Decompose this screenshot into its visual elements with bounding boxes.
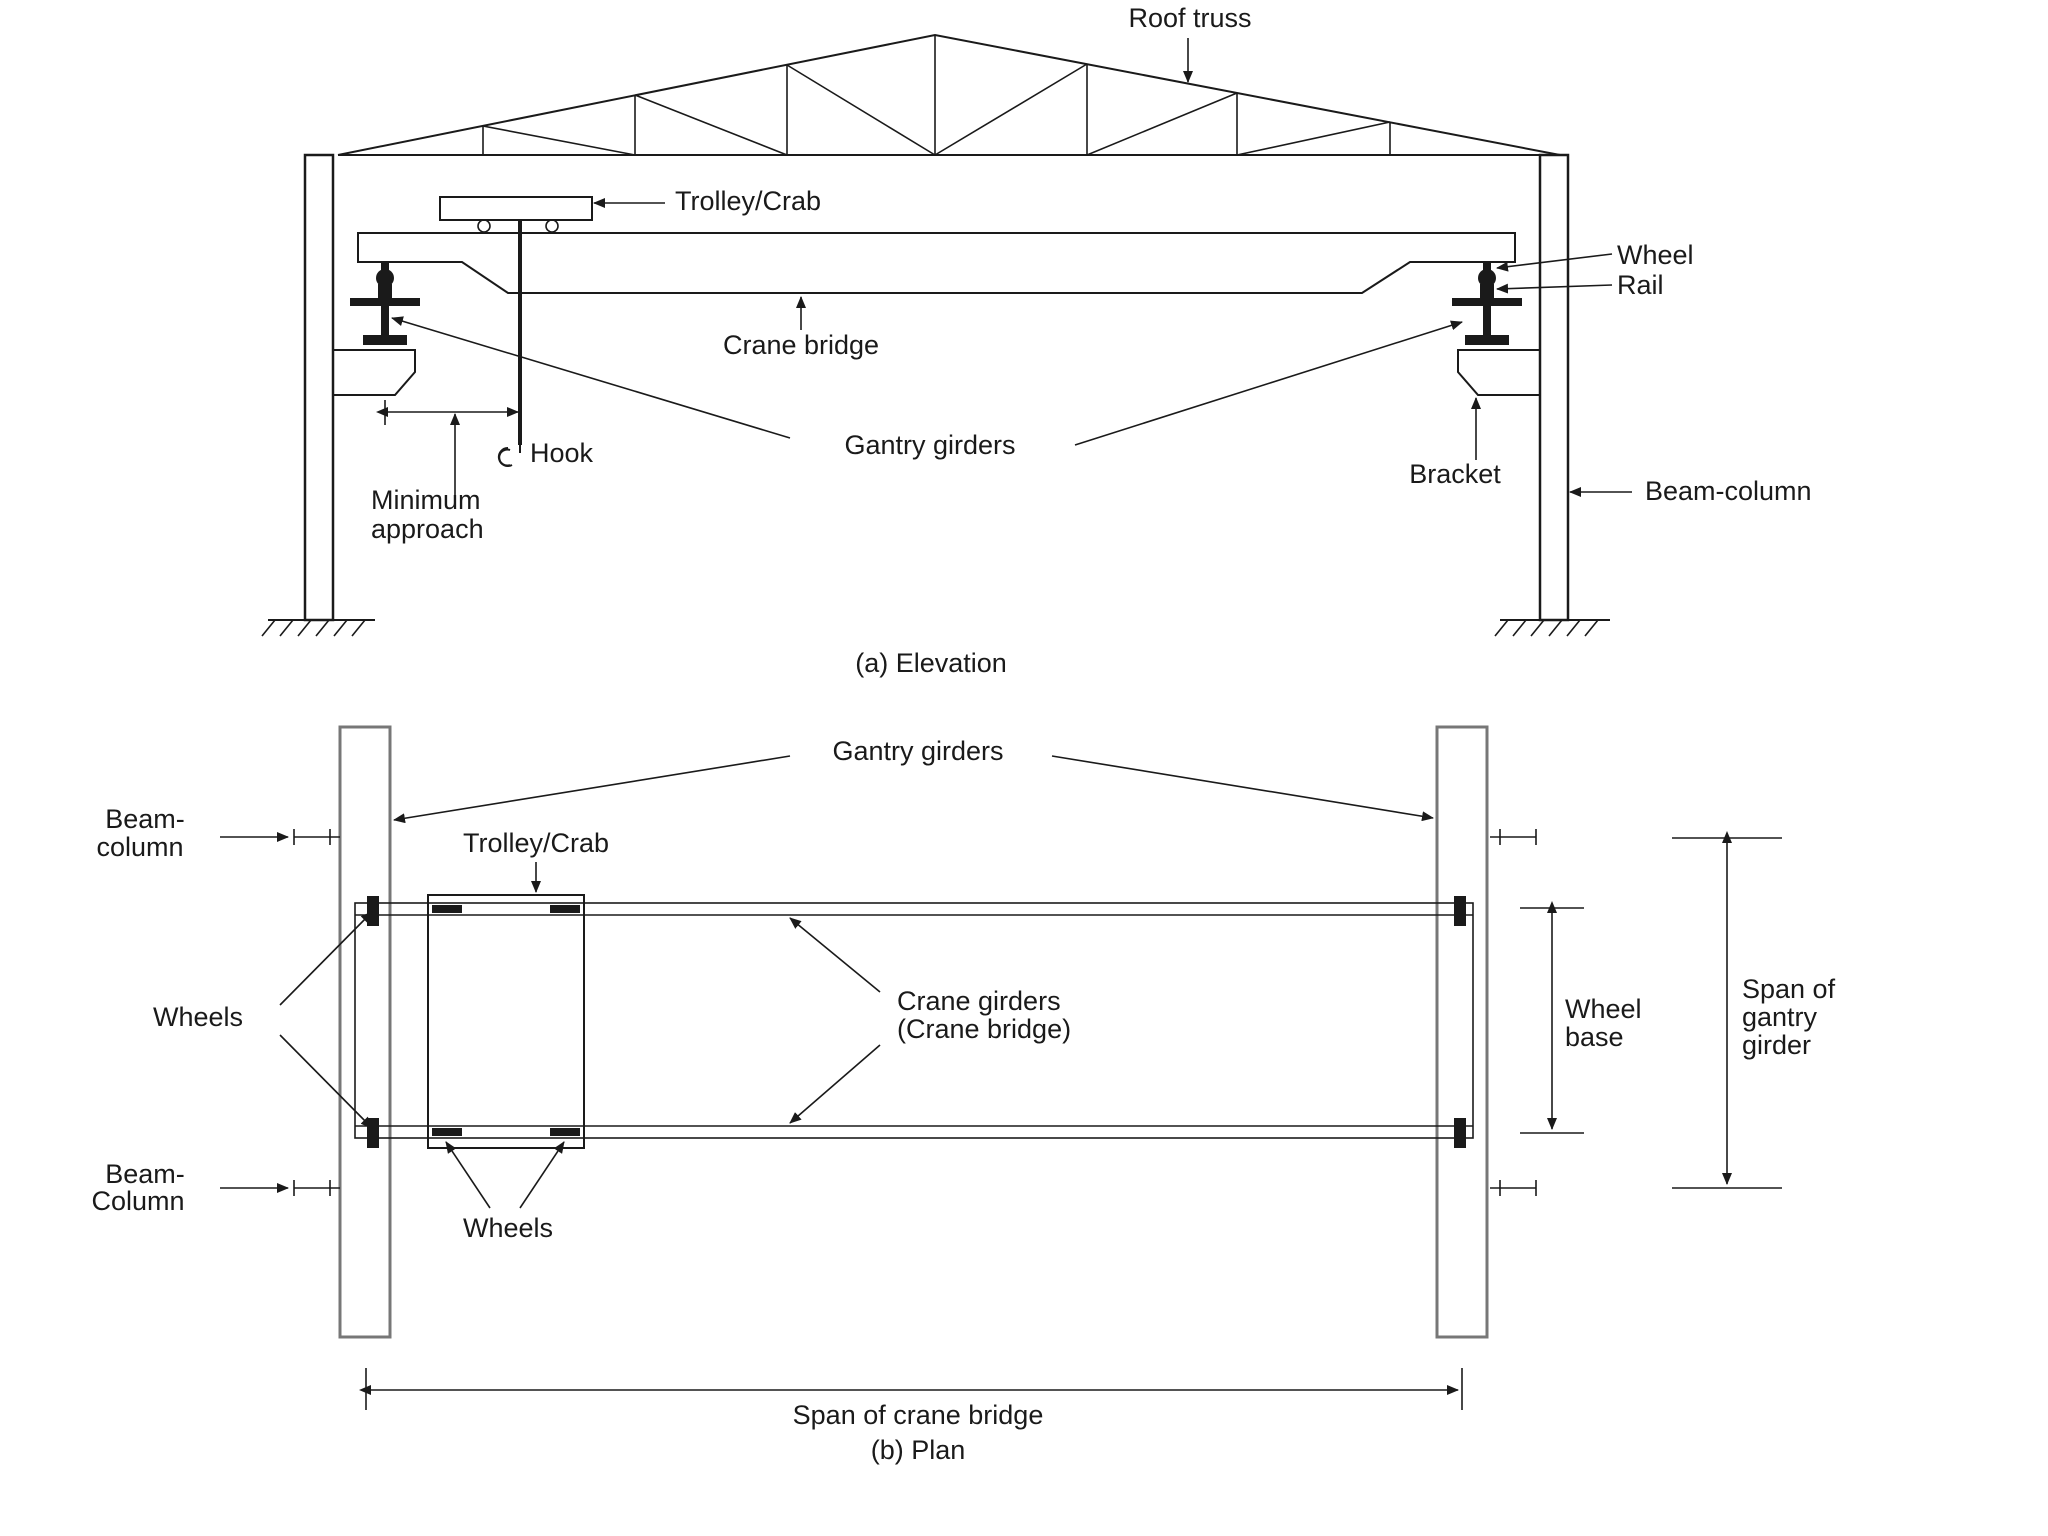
beam-column-label: Beam-column: [1645, 476, 1812, 506]
wheels-left-label: Wheels: [153, 1002, 243, 1032]
minimum-approach-label-line1: Minimum: [371, 485, 481, 515]
plan-gantry-left-arrow: [393, 755, 791, 824]
wheels-left-arrow-top: [279, 911, 373, 1006]
wheel-base-label-line1: Wheel: [1565, 994, 1642, 1024]
crane-girders-arrow-bottom: [789, 1044, 881, 1124]
crane-girders: [354, 902, 1474, 1139]
gantry-girder-left-arrow: [391, 316, 791, 439]
beam-column-bottom-label-line2: Column: [91, 1186, 184, 1216]
plan-wheel-top-left: [367, 896, 379, 926]
plan-wheel-top-right: [1454, 896, 1466, 926]
ground-support-right: [1494, 619, 1610, 637]
left-beam-column: [303, 153, 335, 622]
span-gantry-dimension: [1672, 831, 1782, 1189]
wheel-base-dimension: [1520, 901, 1584, 1134]
roof-truss: [337, 33, 1561, 156]
trolley-crab-label: Trolley/Crab: [675, 186, 821, 216]
span-crane-bridge-label: Span of crane bridge: [793, 1400, 1044, 1430]
crane-girders-arrow-top: [789, 917, 881, 993]
plan-left-gantry-girder: [338, 725, 392, 1339]
plan-trolley-crab: [427, 894, 585, 1149]
gantry-girders-label: Gantry girders: [844, 430, 1015, 460]
span-crane-bridge-dimension: [359, 1368, 1463, 1410]
plan-wheel-bottom-left: [367, 1118, 379, 1148]
elevation-view: Roof truss Trolley/Crab Wheel Rail Crane…: [261, 3, 1812, 678]
span-gantry-label-line2: gantry: [1742, 1002, 1818, 1032]
plan-trolley-crab-label: Trolley/Crab: [463, 828, 609, 858]
right-bracket: [1457, 349, 1540, 396]
beam-column-bottom-label-line1: Beam-: [105, 1159, 185, 1189]
plan-view: Gantry girders Beam- column Trolley/Crab…: [91, 725, 1836, 1465]
left-bracket: [333, 349, 416, 396]
bracket-label: Bracket: [1409, 459, 1501, 489]
hook-label: Hook: [530, 438, 594, 468]
ground-support-left: [261, 619, 375, 637]
wheels-bottom-label: Wheels: [463, 1213, 553, 1243]
elevation-caption: (a) Elevation: [855, 648, 1007, 678]
beam-column-ticks: [293, 829, 1537, 1196]
plan-gantry-right-arrow: [1051, 755, 1434, 822]
wheel-arrow: [1496, 253, 1613, 272]
rail-arrow: [1496, 283, 1613, 294]
minimum-approach-dimension: [376, 400, 519, 495]
right-beam-column: [1538, 153, 1570, 622]
wheels-bottom-arrow-left: [445, 1141, 491, 1209]
plan-caption: (b) Plan: [871, 1435, 966, 1465]
roof-truss-label: Roof truss: [1128, 3, 1251, 33]
right-gantry-girder: [1452, 262, 1522, 345]
left-gantry-girder: [350, 262, 420, 345]
crane-bridge-label: Crane bridge: [723, 330, 879, 360]
wheels-left-arrow-bottom: [279, 1034, 373, 1129]
hook-shape: [497, 446, 513, 467]
gantry-girder-right-arrow: [1074, 320, 1463, 446]
plan-wheel-bottom-right: [1454, 1118, 1466, 1148]
beam-column-top-label-line1: Beam-: [105, 804, 185, 834]
rail-label: Rail: [1617, 270, 1664, 300]
plan-right-gantry-girder: [1435, 725, 1489, 1339]
wheels-bottom-arrow-right: [519, 1141, 565, 1209]
crane-girders-label-line1: Crane girders: [897, 986, 1061, 1016]
crane-bridge: [357, 232, 1516, 294]
plan-gantry-girders-label: Gantry girders: [832, 736, 1003, 766]
span-gantry-label-line3: girder: [1742, 1030, 1811, 1060]
span-gantry-label-line1: Span of: [1742, 974, 1836, 1004]
wheel-label: Wheel: [1617, 240, 1694, 270]
minimum-approach-label-line2: approach: [371, 514, 484, 544]
crane-girders-label-line2: (Crane bridge): [897, 1014, 1071, 1044]
wheel-base-label-line2: base: [1565, 1022, 1624, 1052]
beam-column-top-label-line2: column: [96, 832, 183, 862]
trolley-crab: [439, 196, 593, 467]
